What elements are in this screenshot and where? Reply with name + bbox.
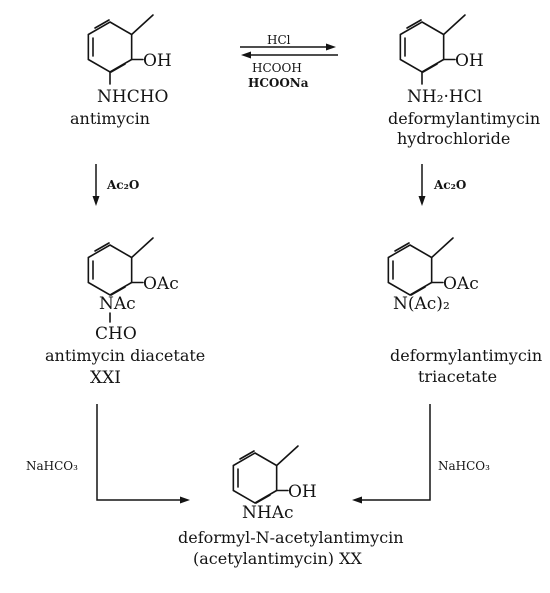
acetylantimycin-n-group: NHAc	[242, 503, 294, 523]
equilibrium-arrows: HCl HCOOH HCOONa	[240, 33, 338, 90]
acetylation-arrow-right: Ac₂O	[418, 164, 466, 206]
hydrochloride-oh: OH	[455, 51, 484, 71]
antimycin-n-group: NHCHO	[97, 87, 168, 107]
antimycin-name: antimycin	[70, 109, 150, 128]
diacetate-n-group: NAc	[99, 294, 136, 314]
antimycin-structure: OH NHCHO antimycin	[70, 14, 172, 128]
reagent-bicarb-right: NaHCO₃	[438, 459, 490, 473]
hydrochloride-name-line2: hydrochloride	[397, 129, 510, 148]
hydrochloride-n-group: NH₂·HCl	[407, 87, 482, 107]
reagent-acetylation-right: Ac₂O	[433, 178, 466, 192]
diacetate-cho: CHO	[95, 324, 137, 344]
hydrochloride-name-line1: deformylantimycin	[388, 109, 540, 128]
triacetate-n-group: N(Ac)₂	[393, 294, 450, 314]
hydrochloride-structure: OH NH₂·HCl deformylantimycin hydrochlori…	[388, 14, 540, 148]
diacetate-structure: OAc NAc CHO antimycin diacetate XXI	[45, 237, 205, 388]
acetylantimycin-name-line1: deformyl-N-acetylantimycin	[178, 528, 404, 547]
acetylantimycin-oh: OH	[288, 482, 317, 502]
reagent-reverse-line1: HCOOH	[252, 61, 302, 75]
reagent-forward: HCl	[267, 33, 291, 47]
bicarbonate-arrow-left: NaHCO₃	[26, 404, 190, 504]
reagent-bicarb-left: NaHCO₃	[26, 459, 78, 473]
diacetate-name-line2: XXI	[90, 368, 121, 388]
reagent-acetylation-left: Ac₂O	[106, 178, 139, 192]
reagent-reverse-line2: HCOONa	[248, 76, 309, 90]
acetylation-arrow-left: Ac₂O	[92, 164, 139, 206]
triacetate-name-line2: triacetate	[418, 367, 497, 386]
triacetate-structure: OAc N(Ac)₂ deformylantimycin triacetate	[387, 237, 542, 386]
triacetate-name-line1: deformylantimycin	[390, 346, 542, 365]
triacetate-oac: OAc	[443, 274, 479, 294]
antimycin-oh: OH	[143, 51, 172, 71]
acetylantimycin-name-line2: (acetylantimycin) XX	[193, 549, 363, 568]
acetylantimycin-structure: OH NHAc deformyl-N-acetylantimycin (acet…	[178, 445, 404, 568]
diacetate-name-line1: antimycin diacetate	[45, 346, 205, 365]
diacetate-oac: OAc	[143, 274, 179, 294]
bicarbonate-arrow-right: NaHCO₃	[352, 404, 490, 504]
